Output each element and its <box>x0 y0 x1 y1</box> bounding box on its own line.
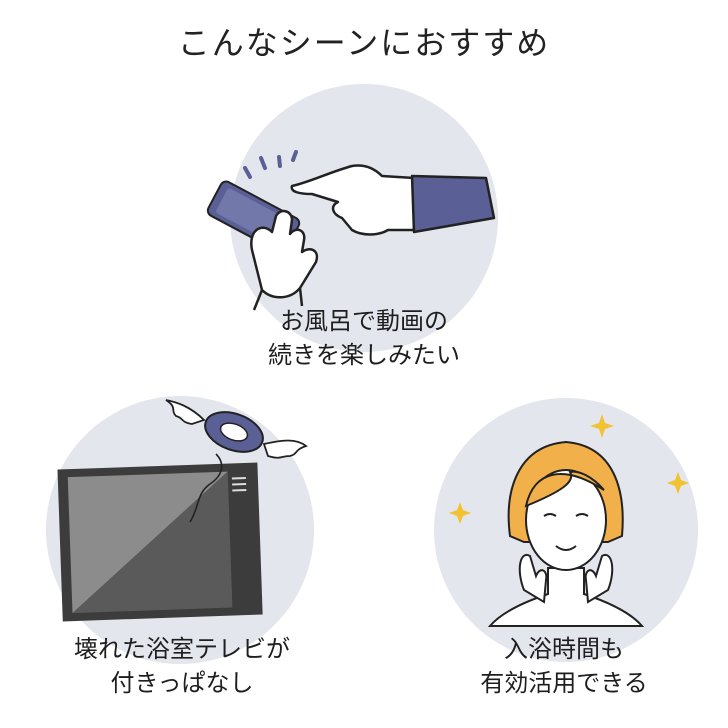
phone-hand-icon <box>206 84 498 352</box>
caption-line2: 続きを楽しみたい <box>268 341 460 369</box>
scene-video-continue: お風呂で動画の 続きを楽しみたい <box>206 84 498 372</box>
caption-broken-tv: 壊れた浴室テレビが 付きっぱなし <box>52 632 312 700</box>
scene-bath-time: 入浴時間も 有効活用できる <box>364 380 728 728</box>
caption-line2: 付きっぱなし <box>110 669 254 697</box>
caption-line1: 入浴時間も <box>504 635 624 663</box>
page-title: こんなシーンにおすすめ <box>177 24 551 62</box>
scene-broken-tv: 壊れた浴室テレビが 付きっぱなし <box>0 380 364 728</box>
smiling-woman-icon <box>434 398 698 662</box>
broken-tv-icon <box>46 396 314 664</box>
caption-line1: 壊れた浴室テレビが <box>74 635 290 663</box>
caption-video-continue: お風呂で動画の 続きを楽しみたい <box>264 304 464 372</box>
caption-line2: 有効活用できる <box>480 669 648 697</box>
caption-bath-time: 入浴時間も 有効活用できる <box>464 632 664 700</box>
caption-line1: お風呂で動画の <box>280 307 448 335</box>
